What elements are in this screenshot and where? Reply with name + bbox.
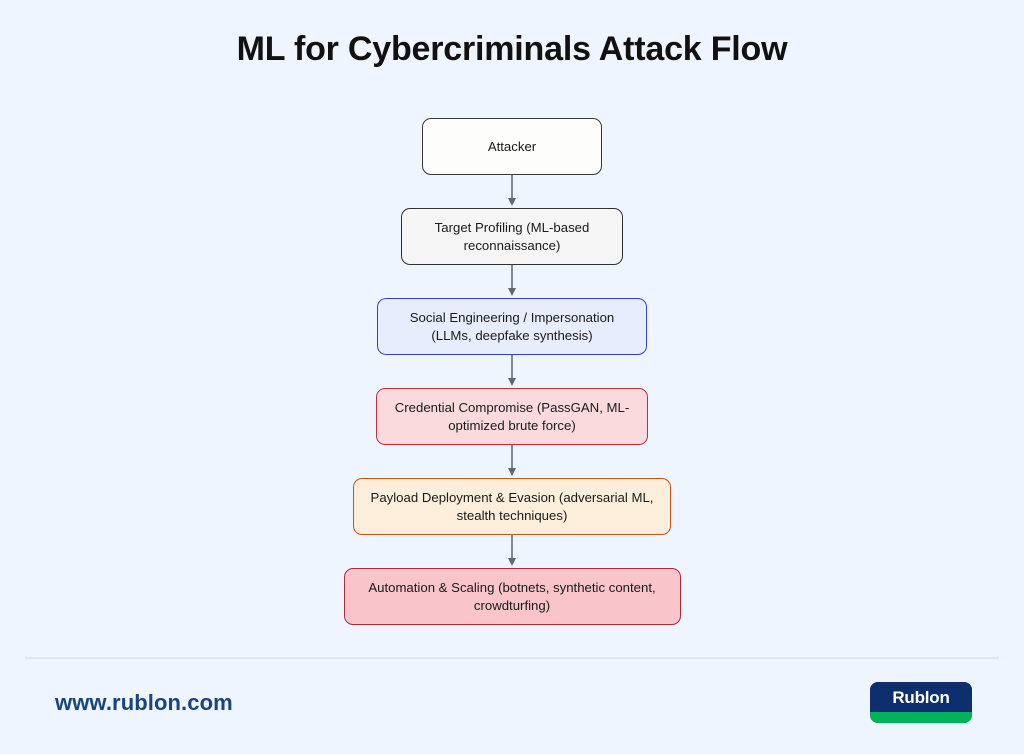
footer-divider	[25, 657, 999, 659]
footer-website-url[interactable]: www.rublon.com	[55, 690, 233, 715]
node-credential-compromise[interactable]: Credential Compromise (PassGAN, ML-optim…	[376, 388, 648, 445]
node-attacker[interactable]: Attacker	[422, 118, 602, 175]
rublon-logo-navy-panel: Rublon	[870, 682, 972, 712]
flow-step-target-profiling: Target Profiling (ML-based reconnaissanc…	[0, 208, 1024, 265]
arrow-target-profiling-to-social-engineering	[0, 265, 1024, 298]
flow-step-attacker: Attacker	[0, 118, 1024, 175]
arrow-credential-compromise-to-payload-deployment	[0, 445, 1024, 478]
node-automation-scaling[interactable]: Automation & Scaling (botnets, synthetic…	[343, 568, 681, 625]
rublon-logo: Rublon	[870, 682, 972, 723]
flow-step-social-engineering: Social Engineering / Impersonation (LLMs…	[0, 298, 1024, 355]
arrow-attacker-to-target-profiling	[0, 175, 1024, 208]
rublon-logo-green-bar	[870, 712, 972, 723]
rublon-logo-text: Rublon	[892, 687, 950, 707]
page-title: ML for Cybercriminals Attack Flow	[236, 30, 788, 68]
flow-step-payload-deployment: Payload Deployment & Evasion (adversaria…	[0, 478, 1024, 535]
flow-step-credential-compromise: Credential Compromise (PassGAN, ML-optim…	[0, 388, 1024, 445]
flow-step-automation-scaling: Automation & Scaling (botnets, synthetic…	[0, 568, 1024, 625]
node-target-profiling[interactable]: Target Profiling (ML-based reconnaissanc…	[401, 208, 623, 265]
node-social-engineering[interactable]: Social Engineering / Impersonation (LLMs…	[377, 298, 647, 355]
attack-flow-diagram: Attacker Target Profiling (ML-based reco…	[0, 118, 1024, 625]
node-payload-deployment[interactable]: Payload Deployment & Evasion (adversaria…	[353, 478, 671, 535]
arrow-payload-deployment-to-automation-scaling	[0, 535, 1024, 568]
arrow-social-engineering-to-credential-compromise	[0, 355, 1024, 388]
